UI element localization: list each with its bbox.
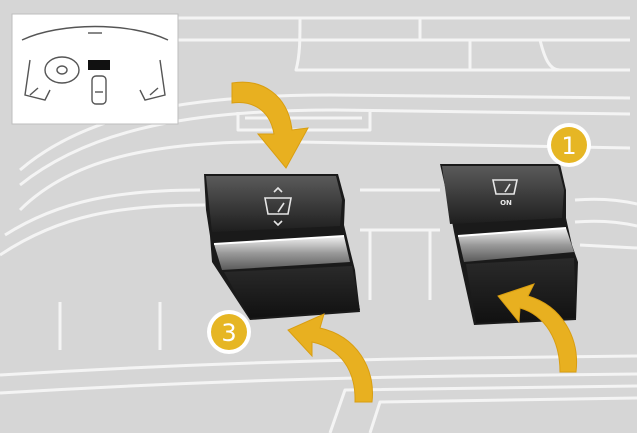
callout-3-label: 3 <box>221 319 236 347</box>
highlight-marker <box>88 60 110 70</box>
callout-1-label: 1 <box>561 132 576 160</box>
switch-on-label: ON <box>500 199 512 207</box>
callout-1: 1 <box>547 123 591 167</box>
callout-3: 3 <box>207 310 251 354</box>
locator-thumbnail <box>12 14 178 124</box>
